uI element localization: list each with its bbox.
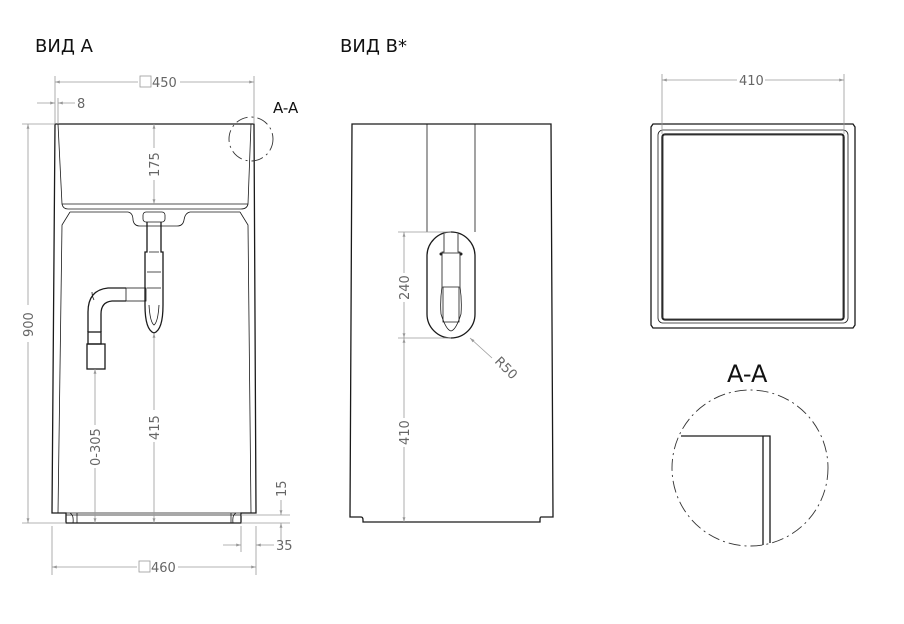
section-mark-label: A-A <box>273 99 299 117</box>
dim-water-inlet: 0-305 <box>89 428 104 466</box>
dim-width-bottom: 460 <box>151 561 176 576</box>
dim-basin-depth: 175 <box>148 152 163 177</box>
dim-wall: 8 <box>77 97 85 112</box>
dim-base-offset: 35 <box>276 539 293 554</box>
dim-slot-height: 240 <box>398 275 413 300</box>
dim-base-height: 15 <box>275 480 290 497</box>
view-b-dimensions <box>398 231 493 522</box>
view-b-drawing <box>349 123 554 523</box>
view-b-title: ВИД B* <box>340 36 407 57</box>
view-a-dimensions <box>22 75 290 575</box>
section-title: A-A <box>727 360 768 388</box>
dim-width-top: 450 <box>152 76 177 91</box>
dim-drain-height: 415 <box>148 415 163 440</box>
top-view-drawing <box>650 123 856 329</box>
dim-radius: R50 <box>491 354 520 383</box>
dim-inner-width: 410 <box>739 74 764 89</box>
top-view-dimensions <box>661 74 845 134</box>
dim-height: 900 <box>22 312 37 337</box>
view-a-title: ВИД А <box>35 36 94 57</box>
section-detail <box>671 389 829 547</box>
dim-slot-bottom: 410 <box>398 420 413 445</box>
